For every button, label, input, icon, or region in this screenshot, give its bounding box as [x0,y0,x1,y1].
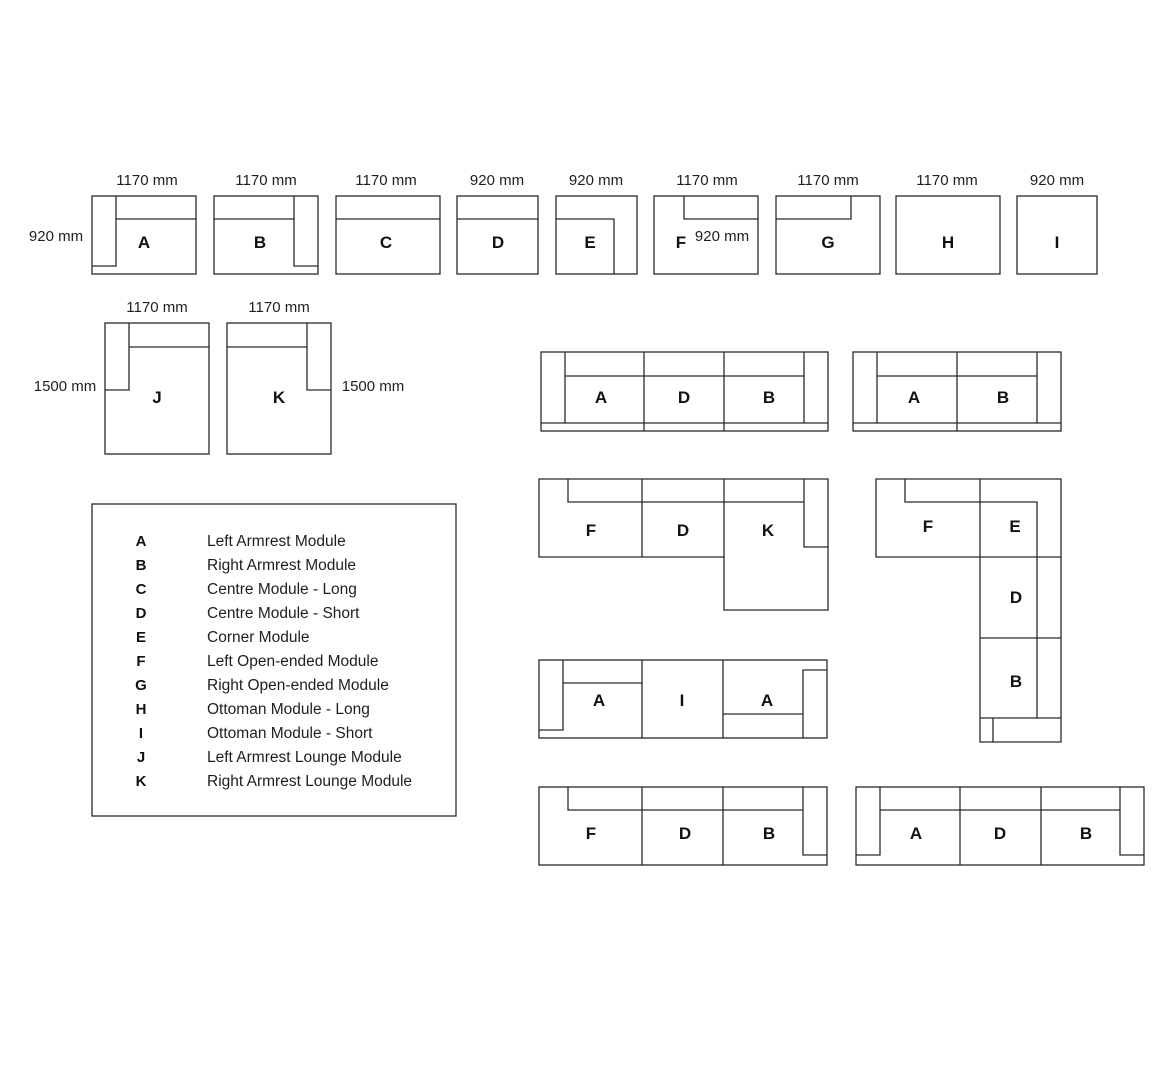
module-e: 920 mm E [555,172,638,275]
legend-key: A [136,533,147,550]
legend-description: Left Open-ended Module [207,653,378,670]
config-7-module-1: A [910,824,922,843]
config-3-module-3: K [762,521,775,540]
legend-description: Centre Module - Short [207,605,360,622]
module-e-label: E [584,233,595,252]
config-5-module-1: A [593,691,605,710]
legend-description: Right Armrest Module [207,557,356,574]
module-d-width: 920 mm [470,172,524,189]
config-7-module-3: B [1080,824,1092,843]
config-2-module-1: A [908,388,920,407]
legend-key: H [136,701,147,718]
module-i: 920 mm I [1016,172,1098,275]
module-h-label: H [942,233,954,252]
legend-description: Right Open-ended Module [207,677,389,694]
config-3-module-2: D [677,521,689,540]
config-1-module-3: B [763,388,775,407]
legend-key: E [136,629,146,646]
module-e-width: 920 mm [569,172,623,189]
config-2-module-2: B [997,388,1009,407]
legend-key: F [136,653,145,670]
legend-description: Left Armrest Lounge Module [207,749,402,766]
config-4-module-4: B [1010,672,1022,691]
module-i-label: I [1055,233,1060,252]
legend-description: Ottoman Module - Short [207,725,373,742]
config-1-module-2: D [678,388,690,407]
module-b: 1170 mm B [213,172,319,275]
legend-description: Ottoman Module - Long [207,701,370,718]
legend-key: J [137,749,145,766]
module-j: 1170 mm 1500 mm J [34,299,210,455]
config-a-d-b-1: A D B [540,351,829,432]
module-a-width: 1170 mm [116,172,177,189]
module-d-label: D [492,233,504,252]
legend-key: I [139,725,143,742]
module-k-depth: 1500 mm [342,378,405,395]
config-f-d-k: F D K [538,478,829,611]
module-a: 1170 mm 920 mm A [29,172,197,275]
legend-key: K [136,773,147,790]
module-h-width: 1170 mm [916,172,977,189]
module-k: 1170 mm 1500 mm K [226,299,405,455]
module-c-label: C [380,233,392,252]
config-a-d-b-2: A D B [855,786,1145,866]
legend-description: Right Armrest Lounge Module [207,773,412,790]
config-a-i-a: A I A [538,659,828,739]
config-6-module-2: D [679,824,691,843]
module-g: 1170 mm G [775,172,881,275]
module-k-label: K [273,388,286,407]
config-3-module-1: F [586,521,596,540]
module-c: 1170 mm C [335,172,441,275]
module-g-width: 1170 mm [797,172,858,189]
legend-key: B [136,557,147,574]
legend-description: Centre Module - Long [207,581,357,598]
config-7-module-2: D [994,824,1006,843]
config-1-module-1: A [595,388,607,407]
module-j-width: 1170 mm [126,299,187,316]
module-i-width: 920 mm [1030,172,1084,189]
config-5-module-3: A [761,691,773,710]
module-j-label: J [152,388,161,407]
module-b-width: 1170 mm [235,172,296,189]
config-4-module-1: F [923,517,933,536]
legend-description: Corner Module [207,629,310,646]
module-j-depth: 1500 mm [34,378,97,395]
module-k-width: 1170 mm [248,299,309,316]
module-a-depth: 920 mm [29,228,83,245]
config-6-module-1: F [586,824,596,843]
module-c-width: 1170 mm [355,172,416,189]
module-a-label: A [138,233,150,252]
config-f-d-b: F D B [538,786,828,866]
module-f-depth: 920 mm [695,228,749,245]
module-d: 920 mm D [456,172,539,275]
legend-key: C [136,581,147,598]
module-f-width: 1170 mm [676,172,737,189]
module-f-label: F [676,233,686,252]
config-4-module-3: D [1010,588,1022,607]
config-4-module-2: E [1009,517,1020,536]
module-b-label: B [254,233,266,252]
config-a-b: A B [852,351,1062,432]
module-f: 1170 mm F 920 mm [653,172,759,275]
module-h: 1170 mm H [895,172,1001,275]
config-5-module-2: I [680,691,685,710]
config-f-e-d-b: F E D B [875,478,1062,743]
config-6-module-3: B [763,824,775,843]
module-g-label: G [821,233,834,252]
legend-key: G [135,677,147,694]
legend-description: Left Armrest Module [207,533,346,550]
legend-key: D [136,605,147,622]
